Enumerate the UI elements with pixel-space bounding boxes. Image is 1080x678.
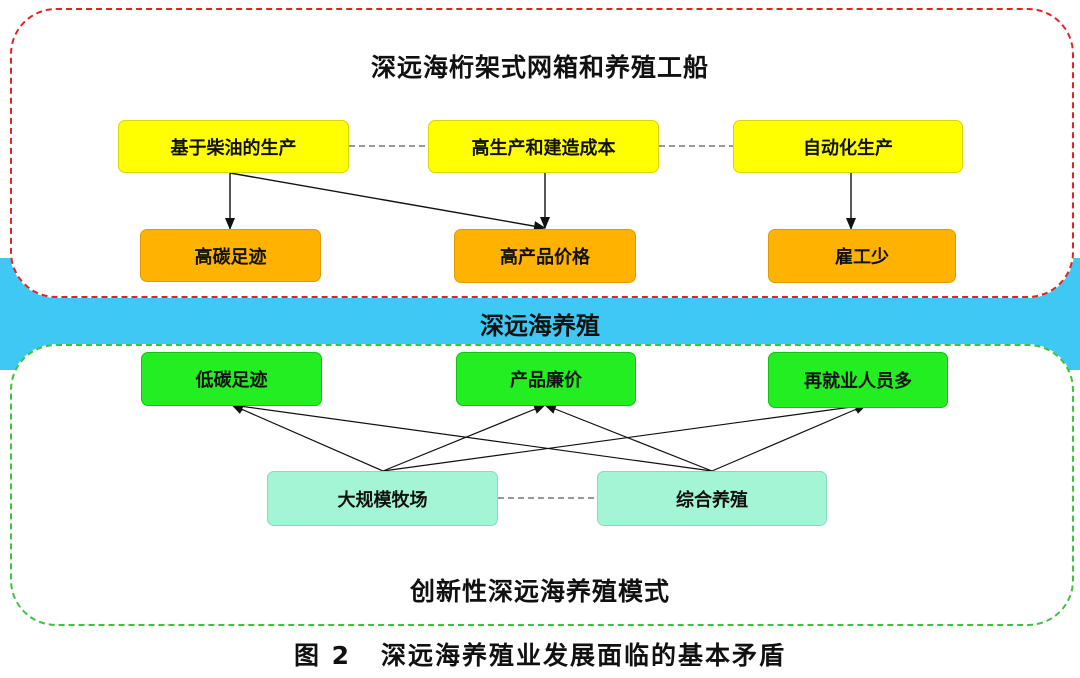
arrow-integrated-to-cheap	[544, 404, 713, 472]
cause-automation: 自动化生产	[733, 120, 963, 173]
mode-integrated-farming: 综合养殖	[597, 471, 827, 526]
effect-few-workers: 雇工少	[768, 229, 956, 283]
mode-large-ranch: 大规模牧场	[267, 471, 498, 526]
cause-high-cost: 高生产和建造成本	[428, 120, 659, 173]
arrow-ranch-to-lowcarbon	[231, 404, 384, 472]
arrow-integrated-to-jobs	[711, 404, 867, 472]
figure-number: 图 2	[293, 641, 352, 670]
effect-high-carbon: 高碳足迹	[140, 229, 321, 282]
benefit-more-jobs: 再就业人员多	[768, 352, 948, 408]
figure-caption: 图 2 深远海养殖业发展面临的基本矛盾	[0, 636, 1080, 672]
cause-diesel-production: 基于柴油的生产	[118, 120, 349, 173]
figure-caption-text: 深远海养殖业发展面临的基本矛盾	[381, 641, 787, 670]
bottom-panel-title: 创新性深远海养殖模式	[409, 577, 670, 606]
arrow-ranch-to-jobs	[382, 401, 867, 472]
arrow-diesel-to-price	[229, 172, 546, 232]
arrow-ranch-to-cheap	[382, 404, 546, 472]
benefit-low-carbon: 低碳足迹	[141, 352, 322, 406]
deep-sea-band-label: 深远海养殖	[480, 312, 600, 340]
arrow-integrated-to-lowcarbon	[231, 401, 713, 472]
effect-high-price: 高产品价格	[454, 229, 636, 283]
benefit-cheap-product: 产品廉价	[456, 352, 636, 406]
top-panel-title: 深远海桁架式网箱和养殖工船	[370, 53, 709, 82]
